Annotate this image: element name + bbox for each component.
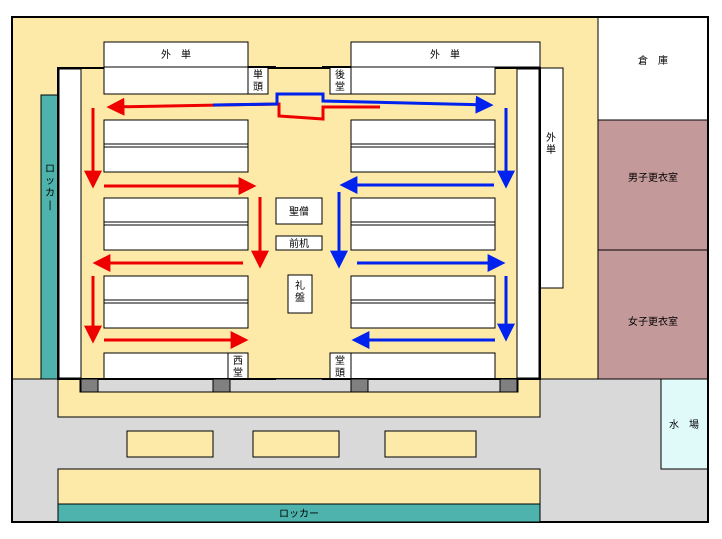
locker-left-label: ロッカ| xyxy=(45,164,55,211)
bench-3 xyxy=(384,430,477,458)
holy-monk-label: 聖僧 xyxy=(289,205,309,218)
mens-changing-label: 男子更衣室 xyxy=(628,171,678,184)
pillar-4 xyxy=(499,378,518,393)
blue-arrow-top xyxy=(212,92,494,114)
water-area-label: 水 場 xyxy=(669,418,699,431)
pillar-3 xyxy=(350,378,369,393)
warehouse-label: 倉 庫 xyxy=(638,54,668,67)
outer-tan-left xyxy=(103,41,249,68)
left-strip xyxy=(58,68,82,379)
raiban-label: 礼盤 xyxy=(295,279,305,304)
front-desk-label: 前机 xyxy=(289,237,309,250)
tan-to-label: 単頭 xyxy=(253,68,263,93)
raiban xyxy=(287,274,313,314)
outer-tan-right xyxy=(350,41,541,68)
go-do-label: 後堂 xyxy=(335,68,345,93)
right-tan-platforms xyxy=(329,119,496,380)
womens-changing-room xyxy=(597,249,709,380)
entrance-threshold xyxy=(79,378,519,393)
pillar-2 xyxy=(212,378,231,393)
outer-tan-side xyxy=(539,67,564,289)
outer-tan-side-label: 外単 xyxy=(546,132,556,156)
warehouse-room xyxy=(597,16,709,121)
bottom-platform xyxy=(57,468,541,505)
water-area xyxy=(660,378,709,470)
locker-bottom-label: ロッカー xyxy=(279,508,319,520)
sei-do-label: 西堂 xyxy=(233,356,243,379)
left-tan-platforms xyxy=(103,119,249,380)
right-strip xyxy=(516,68,540,379)
blue-route xyxy=(212,92,515,349)
bench-1 xyxy=(126,430,214,458)
womens-changing-label: 女子更衣室 xyxy=(628,315,678,328)
outer-tan-left-label: 外 単 xyxy=(161,48,191,61)
top-right-platform xyxy=(350,66,496,95)
front-desk xyxy=(275,235,323,251)
bench-2 xyxy=(252,430,340,458)
do-to-label: 堂頭 xyxy=(335,355,345,379)
mens-changing-room xyxy=(597,119,709,251)
top-left-platform xyxy=(103,66,249,95)
outer-tan-right-label: 外 単 xyxy=(430,48,460,61)
pillar-1 xyxy=(80,378,99,393)
holy-monk-altar xyxy=(275,197,323,225)
locker-left xyxy=(40,94,59,380)
